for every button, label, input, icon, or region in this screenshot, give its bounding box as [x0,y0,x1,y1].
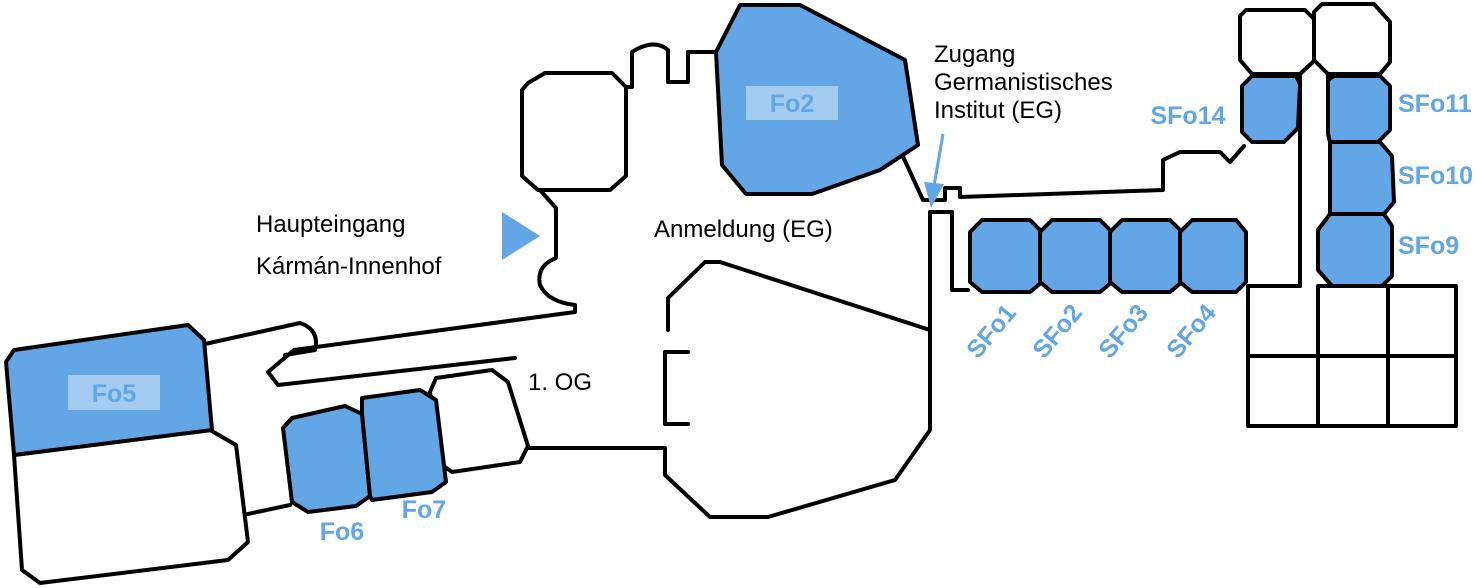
sfo14-label: SFo14 [1150,102,1225,130]
highlighted-rooms: Fo2 Fo5 [4,3,1396,514]
black-labels: Haupteingang Kármán-Innenhof Anmeldung (… [256,41,1113,396]
grid-room-5 [1386,354,1458,428]
building-walls [12,2,1458,585]
room-fo7[interactable] [360,388,448,502]
room-sfo1[interactable] [968,218,1044,294]
fo2-label-box [746,86,838,120]
access-arrow-icon [924,133,945,208]
lobby-left-wall [266,188,577,387]
sfo3-label: SFo3 [1093,299,1154,364]
grid-room-4 [1316,354,1390,428]
access-label-line2: Germanistisches [934,69,1113,96]
room-sfo3[interactable] [1108,218,1184,294]
room-sfo14[interactable] [1240,74,1302,144]
room-sfo9[interactable] [1316,212,1394,288]
main-entrance-label-line2: Kármán-Innenhof [256,253,442,280]
fo5-lower-room [12,428,250,585]
main-entrance-arrow-icon [502,212,540,260]
fo6-left-corridor [246,503,292,516]
floor-label: 1. OG [528,369,592,396]
sfo10-label: SFo10 [1398,162,1473,190]
sfo4-label: SFo4 [1161,299,1222,364]
right-connector [898,144,1246,202]
grid-room-2 [1386,284,1458,358]
right-top-room-2 [1312,2,1392,76]
registration-bracket [663,350,690,426]
access-label-line1: Zugang [934,41,1015,68]
right-connector-lower [928,210,970,332]
lobby-outline [624,42,718,89]
room-fo6[interactable] [281,404,372,514]
access-label-line3: Institut (EG) [934,97,1062,124]
fo7-label: Fo7 [402,496,446,524]
fo6-label: Fo6 [320,518,364,546]
right-top-room-1 [1238,8,1317,76]
room-sfo10[interactable] [1328,140,1396,216]
room-sfo4[interactable] [1178,218,1248,294]
upper-left-room [520,71,628,192]
main-entrance-label-line1: Haupteingang [256,211,405,238]
sfo1-label: SFo1 [961,299,1022,364]
grid-left-wall [1246,284,1302,358]
grid-room-3 [1246,354,1320,428]
fo5-label-box [68,375,160,410]
registration-room-outline [526,260,932,519]
room-sfo2[interactable] [1038,218,1114,294]
grid-room-1 [1316,284,1390,358]
sfo9-label: SFo9 [1398,232,1459,260]
sfo2-label: SFo2 [1027,299,1088,364]
sfo11-label: SFo11 [1398,90,1472,118]
fo5-label: Fo5 [92,380,137,408]
room-sfo11[interactable] [1326,74,1392,144]
corridor-link [203,321,318,357]
fo2-label: Fo2 [770,90,814,118]
registration-label: Anmeldung (EG) [654,216,833,243]
